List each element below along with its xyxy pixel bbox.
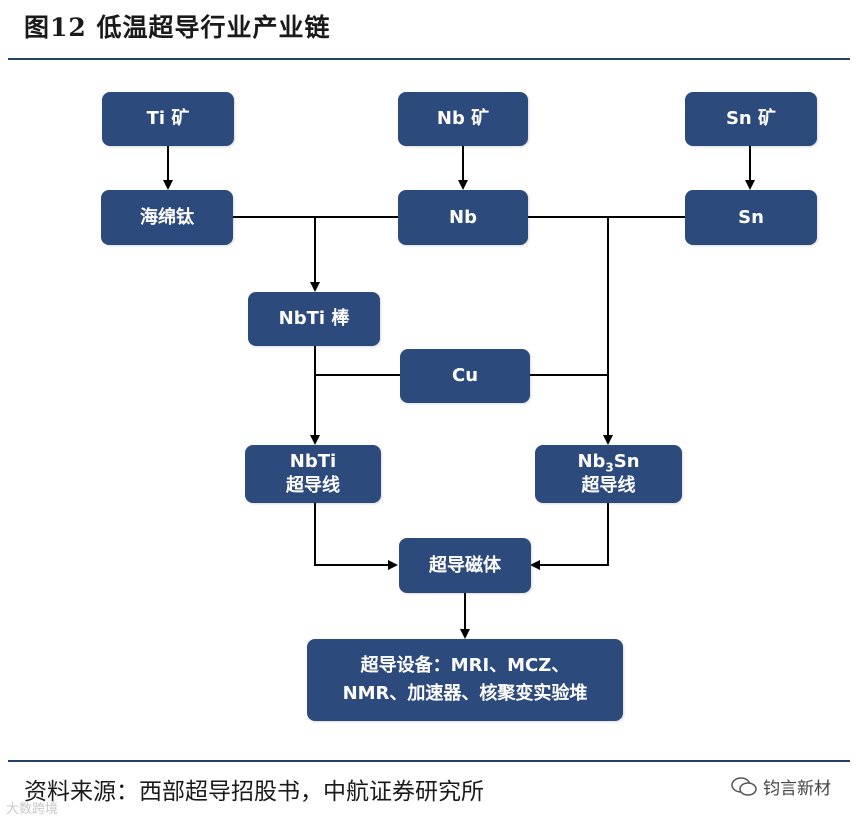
node-label: Nb 矿 <box>436 108 490 129</box>
watermark: 大数跨境 <box>6 802 59 817</box>
node-label-line1: NbTi <box>289 451 337 472</box>
node-sponge-ti: 海绵钛 <box>101 190 233 245</box>
wechat-badge: 钧言新材 <box>731 774 831 799</box>
node-nbti-rod: NbTi 棒 <box>248 292 380 346</box>
arrow-nbti-wire-to-magnet <box>314 503 398 570</box>
node-label: Sn <box>738 206 764 228</box>
node-label-line2: NMR、加速器、核聚变实验堆 <box>342 683 588 704</box>
node-sn-ore: Sn 矿 <box>685 92 817 146</box>
top-divider <box>8 58 850 60</box>
node-ti-ore: Ti 矿 <box>102 92 234 146</box>
node-cu: Cu <box>400 349 530 403</box>
node-nb-ore: Nb 矿 <box>398 92 528 146</box>
node-label: NbTi 棒 <box>278 308 350 329</box>
node-label: Ti 矿 <box>146 108 190 129</box>
node-label: Nb <box>449 206 477 228</box>
node-label-line1: 超导设备：MRI、MCZ、 <box>360 655 570 676</box>
source-note: 资料来源：西部超导招股书，中航证券研究所 <box>24 779 484 805</box>
arrow-nb3sn-wire-to-magnet <box>530 503 609 570</box>
node-magnet: 超导磁体 <box>399 538 531 593</box>
node-label-line2: 超导线 <box>581 475 636 496</box>
node-equipment: 超导设备：MRI、MCZ、 NMR、加速器、核聚变实验堆 <box>307 639 623 721</box>
node-label: Cu <box>451 365 479 386</box>
node-label: 超导磁体 <box>429 554 501 576</box>
node-nb: Nb <box>398 190 528 245</box>
wechat-icon <box>731 776 757 796</box>
node-label-line2: 超导线 <box>286 475 340 496</box>
node-nb3sn-wire: Nb3Sn 超导线 <box>535 445 682 503</box>
badge-label: 钧言新材 <box>763 779 831 799</box>
bottom-divider <box>8 760 850 762</box>
node-label: Sn 矿 <box>725 108 777 129</box>
figure-title: 图12 低温超导行业产业链 <box>24 13 331 42</box>
node-label-line1: Nb3Sn <box>577 451 640 475</box>
node-sn: Sn <box>685 190 817 245</box>
node-nbti-wire: NbTi 超导线 <box>245 445 381 503</box>
node-label: 海绵钛 <box>140 206 194 228</box>
